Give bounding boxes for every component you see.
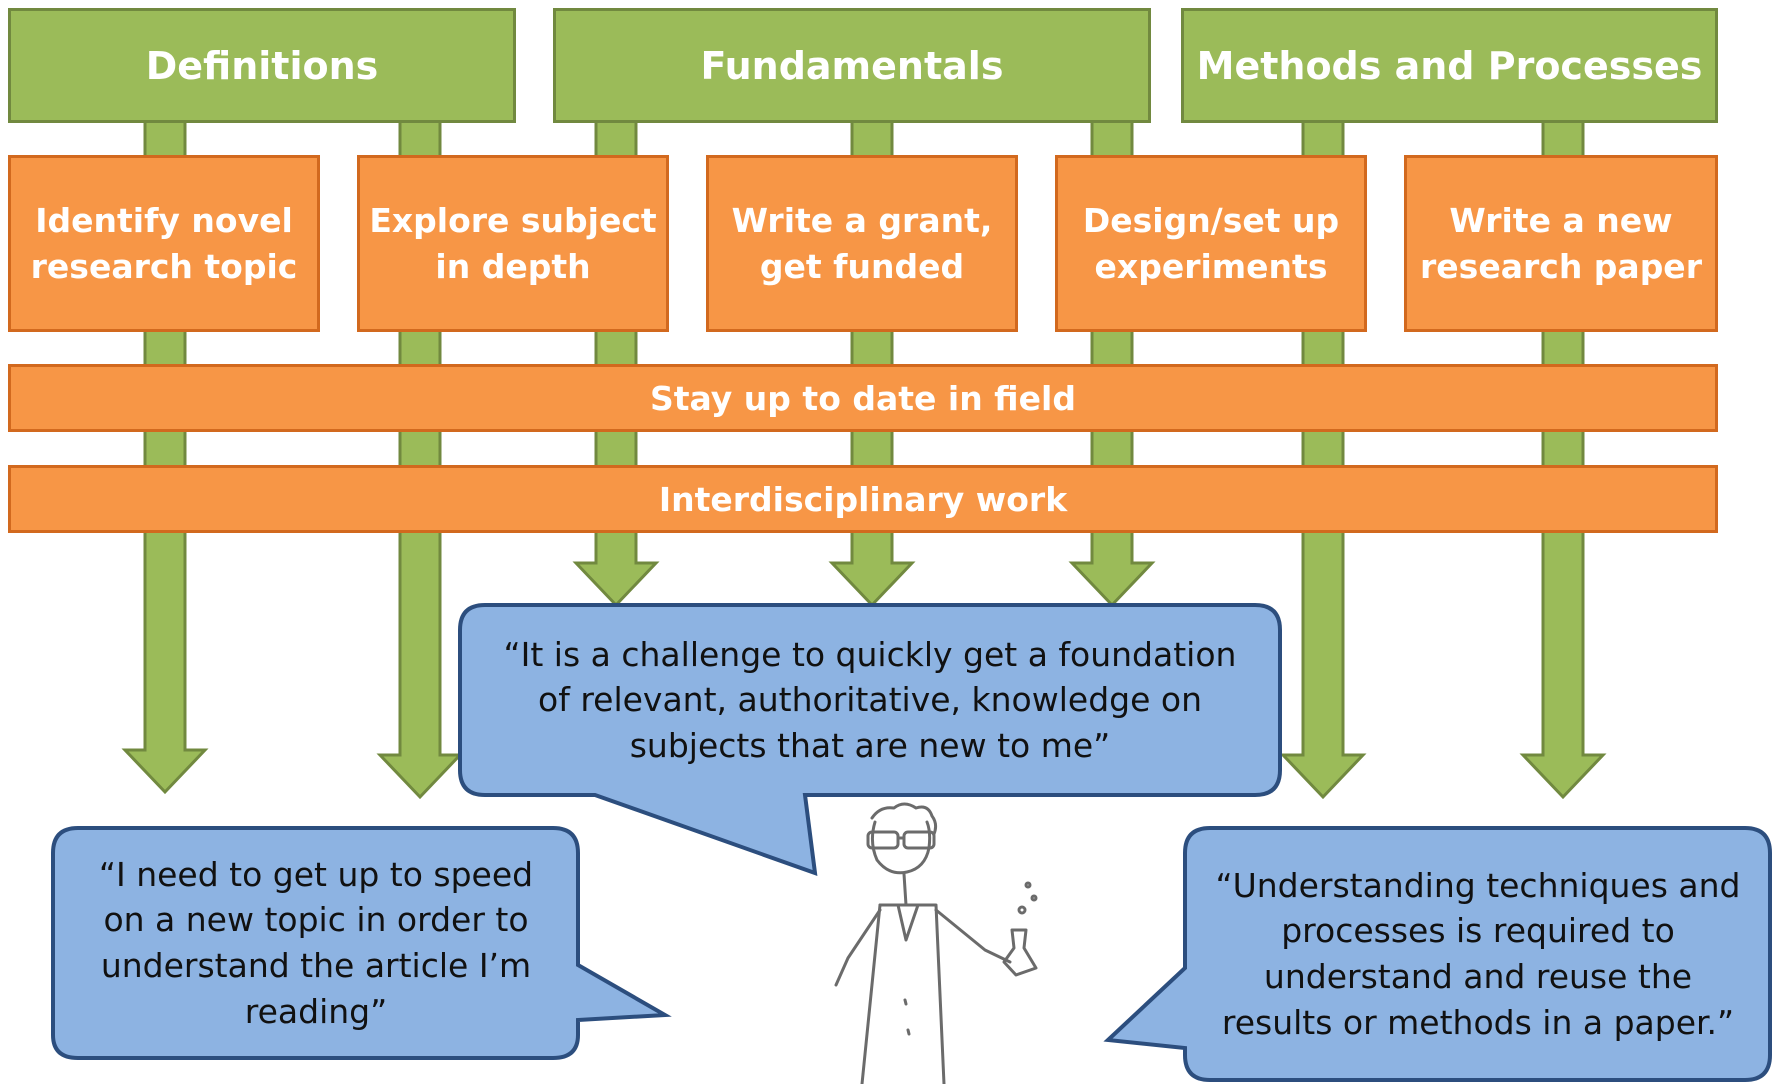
bar-interdisciplinary-label: Interdisciplinary work <box>658 479 1068 519</box>
category-methods-label: Methods and Processes <box>1196 43 1703 88</box>
task-design-experiments: Design/set up experiments <box>1055 155 1367 332</box>
speech-bubble-right <box>1103 826 1772 1082</box>
category-fundamentals-label: Fundamentals <box>700 43 1004 88</box>
task-write-paper: Write a new research paper <box>1404 155 1718 332</box>
quote-center: “It is a challenge to quickly get a foun… <box>470 608 1270 792</box>
quote-left-text: “I need to get up to speed on a new topi… <box>98 854 534 1031</box>
bar-interdisciplinary: Interdisciplinary work <box>8 465 1718 533</box>
quote-left: “I need to get up to speed on a new topi… <box>60 832 572 1054</box>
task-write-grant: Write a grant, get funded <box>706 155 1018 332</box>
task-write-grant-label: Write a grant, get funded <box>731 200 993 286</box>
task-explore-subject-label: Explore subject in depth <box>369 200 657 286</box>
speech-bubble-left <box>51 826 672 1060</box>
speech-bubble-center <box>458 603 1282 876</box>
quote-right-text: “Understanding techniques and processes … <box>1215 865 1741 1042</box>
task-identify-topic: Identify novel research topic <box>8 155 320 332</box>
task-write-paper-label: Write a new research paper <box>1420 200 1702 286</box>
category-fundamentals: Fundamentals <box>553 8 1151 123</box>
task-design-experiments-label: Design/set up experiments <box>1082 200 1340 286</box>
scientist-illustration <box>834 802 1038 1084</box>
task-identify-topic-label: Identify novel research topic <box>30 200 298 286</box>
quote-center-text: “It is a challenge to quickly get a foun… <box>503 634 1237 765</box>
bar-stay-up-to-date: Stay up to date in field <box>8 364 1718 432</box>
category-definitions: Definitions <box>8 8 516 123</box>
task-explore-subject: Explore subject in depth <box>357 155 669 332</box>
category-methods-processes: Methods and Processes <box>1181 8 1718 123</box>
quote-right: “Understanding techniques and processes … <box>1192 828 1764 1080</box>
bar-stay-up-to-date-label: Stay up to date in field <box>650 378 1076 418</box>
category-definitions-label: Definitions <box>145 43 379 88</box>
